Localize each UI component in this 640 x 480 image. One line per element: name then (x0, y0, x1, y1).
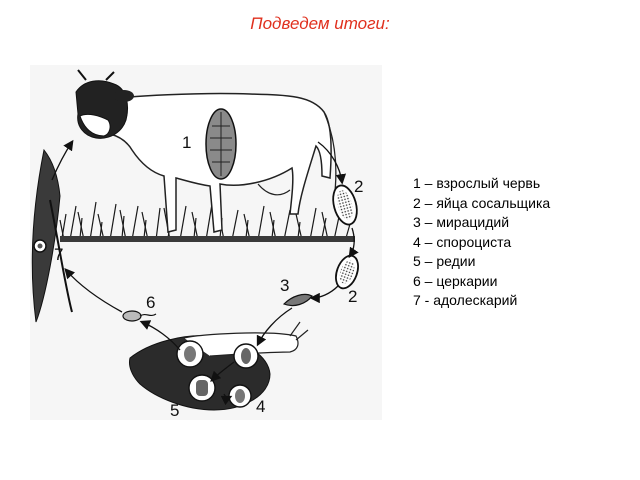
label-cercaria: 6 (146, 293, 155, 312)
legend-item-7: 7 - адолескарий (413, 292, 518, 308)
legend: 1 – взрослый червь 2 – яйца сосальщика 3… (413, 174, 550, 311)
label-miracidium: 3 (280, 276, 289, 295)
egg-bottom-image (335, 254, 359, 290)
label-redia: 5 (170, 401, 179, 420)
label-egg-top: 2 (354, 177, 363, 196)
legend-item-6: 6 – церкарии (413, 272, 498, 289)
cercaria-image (122, 310, 157, 322)
cycle-arrows (51, 139, 359, 406)
cow-illustration (75, 69, 337, 233)
grass-illustration (59, 201, 355, 242)
snail-illustration (129, 321, 309, 411)
legend-item-5: 5 – редии (413, 253, 476, 269)
label-sporocyst: 4 (256, 397, 265, 416)
legend-item-2: 2 – яйца сосальщика (413, 194, 551, 211)
label-egg-bottom: 2 (348, 287, 357, 306)
water-plant-illustration (31, 148, 73, 323)
legend-item-3: 3 – мирацидий (413, 214, 510, 230)
label-adolescaria: 7 (54, 245, 63, 264)
egg-top-image (332, 184, 358, 226)
legend-item-1: 1 – взрослый червь (413, 175, 541, 191)
label-adult: 1 (182, 133, 191, 152)
slide-title: Подведем итоги: (250, 14, 390, 33)
legend-item-4: 4 – спороциста (413, 233, 512, 250)
